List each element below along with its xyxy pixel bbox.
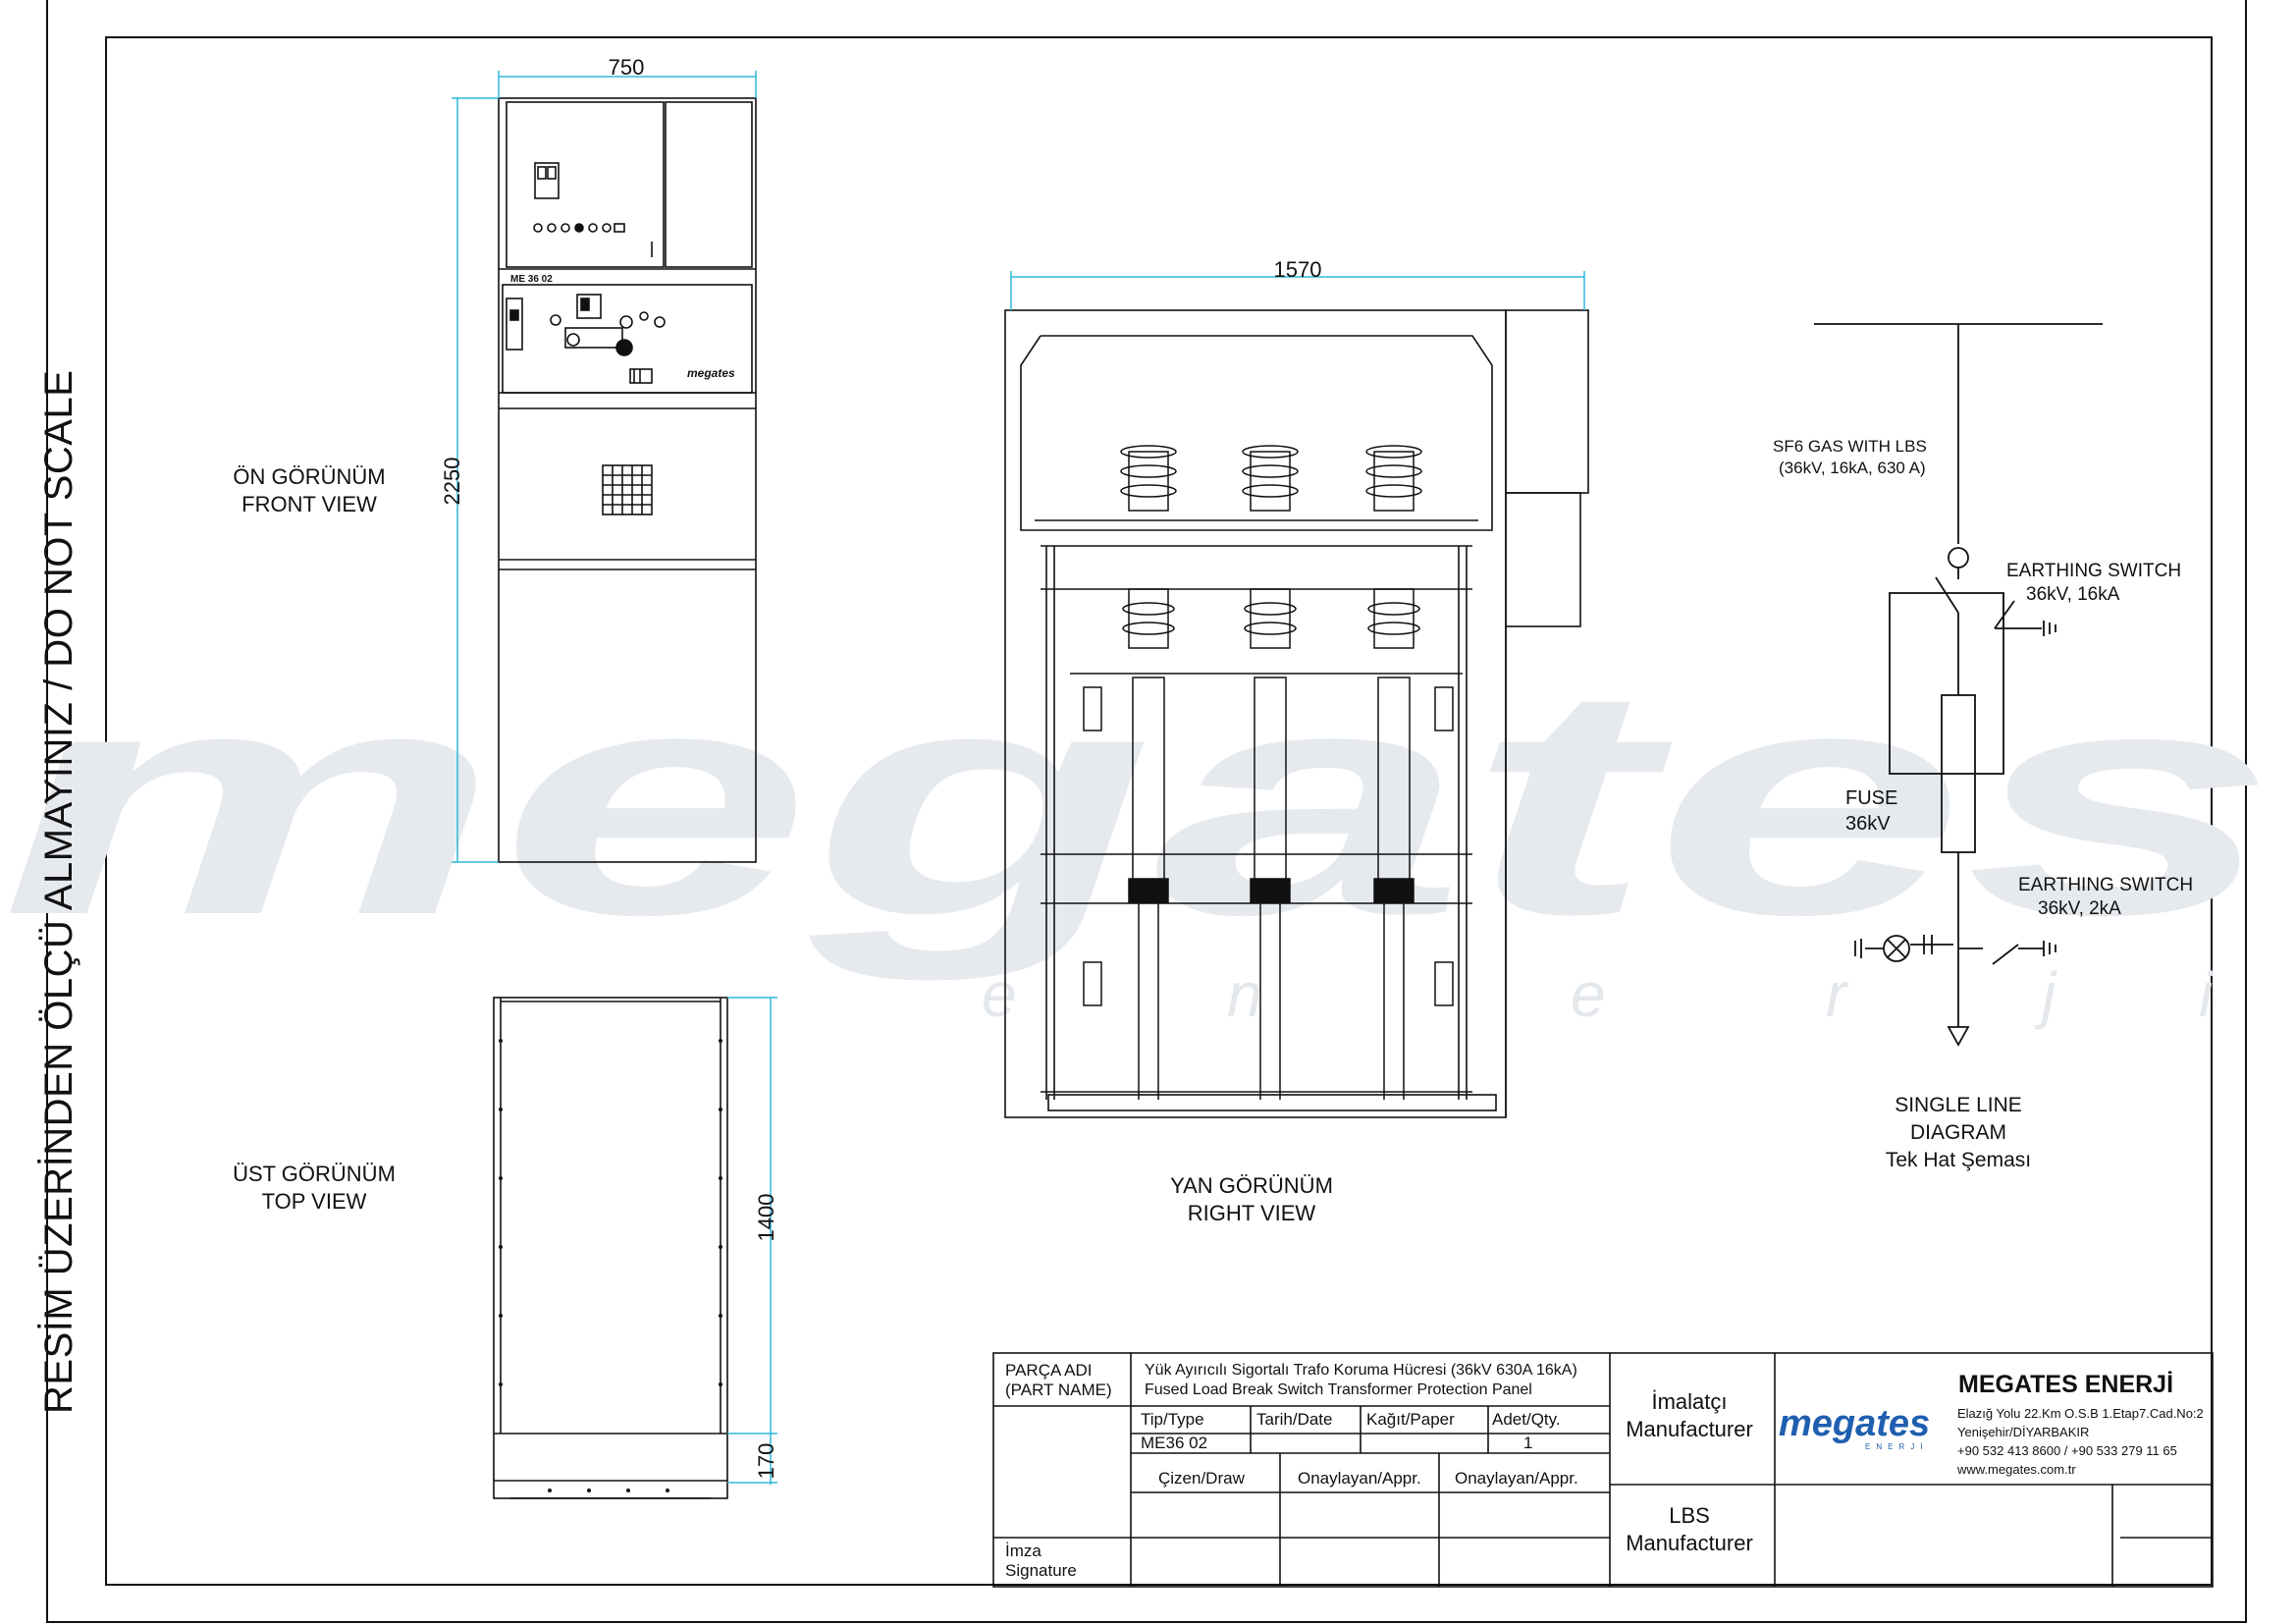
lbs-manufacturer-label: LBS Manufacturer bbox=[1616, 1502, 1763, 1557]
front-view-label: ÖN GÖRÜNÜM FRONT VIEW bbox=[206, 463, 412, 518]
side-dim-width: 1570 bbox=[1274, 257, 1322, 282]
company-name: MEGATES ENERJİ bbox=[1958, 1371, 2174, 1398]
fuse-label-line1: FUSE bbox=[1845, 787, 1898, 809]
side-view-label-tr: YAN GÖRÜNÜM bbox=[1170, 1173, 1333, 1198]
top-view-label: ÜST GÖRÜNÜM TOP VIEW bbox=[216, 1161, 412, 1216]
front-view-label-tr: ÖN GÖRÜNÜM bbox=[233, 464, 386, 489]
fuse-label: FUSE 36kV bbox=[1845, 785, 1897, 837]
signature-label: İmza Signature bbox=[1005, 1542, 1077, 1581]
part-name-en: (PART NAME) bbox=[1005, 1380, 1112, 1399]
front-panel-code: ME 36 02 bbox=[510, 274, 553, 285]
es1-label: EARTHING SWITCH 36kV, 16kA bbox=[2006, 560, 2181, 607]
qty-label: Adet/Qty. bbox=[1492, 1410, 1561, 1429]
sld-title: SINGLE LINE DIAGRAM Tek Hat Şeması bbox=[1855, 1092, 2061, 1174]
manufacturer-tr: İmalatçı bbox=[1651, 1389, 1728, 1414]
top-view-bolts bbox=[499, 1039, 722, 1492]
manufacturer-en: Manufacturer bbox=[1626, 1417, 1753, 1441]
fuse-label-line2: 36kV bbox=[1845, 813, 1891, 835]
part-description: Yük Ayırıcılı Sigortalı Trafo Koruma Hüc… bbox=[1145, 1361, 1577, 1400]
company-address: Elazığ Yolu 22.Km O.S.B 1.Etap7.Cad.No:2… bbox=[1957, 1404, 2204, 1479]
side-view-label: YAN GÖRÜNÜM RIGHT VIEW bbox=[1148, 1172, 1355, 1227]
company-logo: megates bbox=[1779, 1403, 1930, 1444]
signature-tr: İmza bbox=[1005, 1542, 1041, 1560]
top-view-label-en: TOP VIEW bbox=[261, 1189, 367, 1214]
part-desc-en: Fused Load Break Switch Transformer Prot… bbox=[1145, 1381, 1532, 1398]
address-line2: Yenişehir/DİYARBAKIR bbox=[1957, 1425, 2090, 1439]
side-dimensions bbox=[1010, 271, 1585, 310]
front-view-label-en: FRONT VIEW bbox=[241, 492, 377, 516]
sld-title-line2: DIAGRAM bbox=[1909, 1121, 2006, 1144]
company-logo-sub: ENERJİ bbox=[1865, 1442, 1928, 1451]
draw-label: Çizen/Draw bbox=[1158, 1469, 1245, 1488]
outer-frame bbox=[46, 0, 2247, 1623]
type-value: ME36 02 bbox=[1141, 1434, 1208, 1452]
es2-label: EARTHING SWITCH 36kV, 2kA bbox=[2018, 874, 2193, 921]
title-block bbox=[992, 1352, 2214, 1588]
manufacturer-label: İmalatçı Manufacturer bbox=[1616, 1388, 1763, 1443]
lbs-label-line1: SF6 GAS WITH LBS bbox=[1773, 437, 1927, 456]
lbs-label: SF6 GAS WITH LBS (36kV, 16kA, 630 A) bbox=[1773, 436, 1927, 479]
watermark-letter: n bbox=[1227, 959, 1262, 1030]
es2-label-line1: EARTHING SWITCH bbox=[2018, 875, 2194, 895]
paper-label: Kağıt/Paper bbox=[1366, 1410, 1455, 1429]
top-view-label-tr: ÜST GÖRÜNÜM bbox=[233, 1162, 396, 1186]
address-line1: Elazığ Yolu 22.Km O.S.B 1.Etap7.Cad.No:2 bbox=[1957, 1406, 2204, 1421]
signature-en: Signature bbox=[1005, 1561, 1077, 1580]
top-view bbox=[493, 997, 728, 1499]
watermark-letter: i bbox=[2199, 959, 2215, 1030]
inner-frame bbox=[105, 36, 2213, 1586]
watermark-letter: e bbox=[982, 959, 1017, 1030]
front-panel-logo: megates bbox=[687, 366, 735, 380]
type-label: Tip/Type bbox=[1141, 1410, 1204, 1429]
front-dimensions bbox=[452, 71, 757, 863]
sld-title-line3: Tek Hat Şeması bbox=[1885, 1149, 2032, 1171]
company-phone: +90 532 413 8600 / +90 533 279 11 65 bbox=[1957, 1443, 2177, 1458]
part-name-tr: PARÇA ADI bbox=[1005, 1361, 1093, 1380]
company-web: www.megates.com.tr bbox=[1957, 1462, 2076, 1477]
es1-label-line2: 36kV, 16kA bbox=[2026, 584, 2120, 605]
side-view-label-en: RIGHT VIEW bbox=[1187, 1201, 1316, 1225]
qty-value: 1 bbox=[1523, 1434, 1533, 1452]
front-view bbox=[498, 97, 757, 863]
appr1-label: Onaylayan/Appr. bbox=[1298, 1469, 1421, 1488]
sld-title-line1: SINGLE LINE bbox=[1895, 1094, 2022, 1116]
top-dim-bottom: 170 bbox=[754, 1443, 778, 1480]
watermark-letter: r bbox=[1826, 959, 1849, 1030]
part-name-label: PARÇA ADI (PART NAME) bbox=[1005, 1361, 1112, 1400]
single-line-diagram bbox=[1814, 323, 2103, 1047]
watermark-letter: e bbox=[1571, 959, 1606, 1030]
date-label: Tarih/Date bbox=[1256, 1410, 1333, 1429]
es1-label-line1: EARTHING SWITCH bbox=[2006, 561, 2182, 581]
lbs-manufacturer-line2: Manufacturer bbox=[1626, 1531, 1753, 1555]
top-dim-depth: 1400 bbox=[754, 1194, 778, 1242]
front-dim-height: 2250 bbox=[440, 458, 464, 506]
lbs-label-line2: (36kV, 16kA, 630 A) bbox=[1779, 459, 1926, 477]
part-desc-tr: Yük Ayırıcılı Sigortalı Trafo Koruma Hüc… bbox=[1145, 1362, 1577, 1379]
top-dimensions bbox=[727, 997, 777, 1485]
side-phases bbox=[1070, 445, 1463, 1100]
front-dim-width: 750 bbox=[609, 55, 645, 80]
side-view bbox=[1004, 309, 1589, 1118]
do-not-scale-note: RESİM ÜZERİNDEN ÖLÇÜ ALMAYINIZ / DO NOT … bbox=[37, 369, 80, 1414]
es2-label-line2: 36kV, 2kA bbox=[2038, 898, 2121, 919]
appr2-label: Onaylayan/Appr. bbox=[1455, 1469, 1578, 1488]
lbs-manufacturer-line1: LBS bbox=[1669, 1503, 1710, 1528]
